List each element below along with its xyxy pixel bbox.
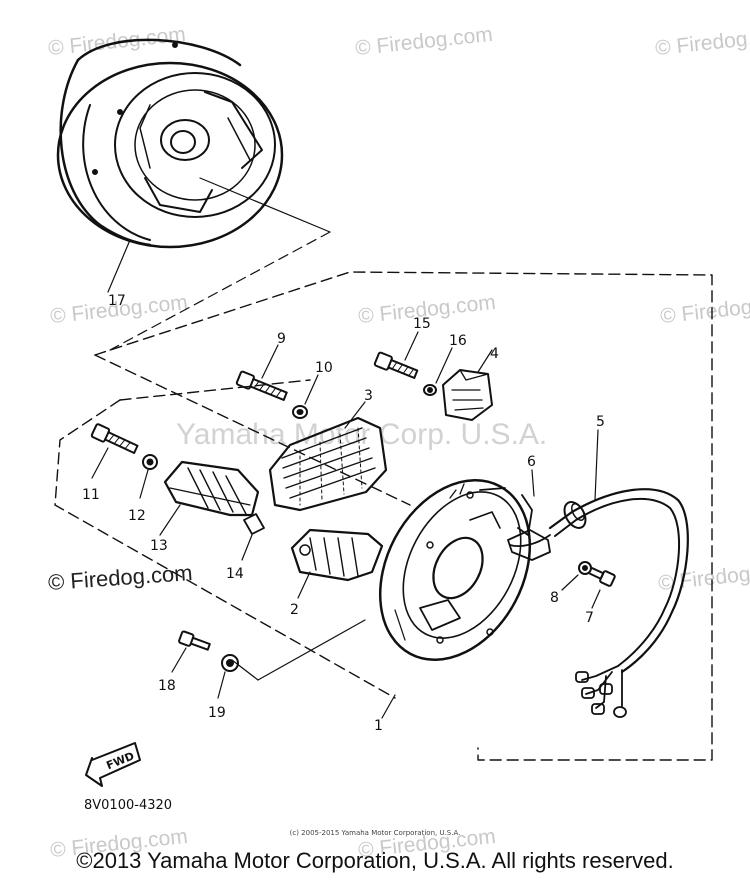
- callout-10: 10: [315, 360, 333, 376]
- charging-coil-3: [268, 416, 388, 512]
- callout-14: 14: [226, 566, 244, 582]
- lead-wire-5: [548, 488, 689, 718]
- screw-18: [178, 630, 211, 651]
- callout-19: 19: [208, 705, 226, 721]
- callout-2: 2: [290, 602, 299, 618]
- callout-17: 17: [108, 293, 126, 309]
- washer-16: [423, 384, 437, 396]
- lighting-coil-2: [290, 528, 384, 582]
- callout-7: 7: [585, 610, 594, 626]
- collar-14: [243, 513, 265, 535]
- washer-12: [142, 454, 158, 470]
- callout-9: 9: [277, 331, 286, 347]
- callout-18: 18: [158, 678, 176, 694]
- main-copyright: ©2013 Yamaha Motor Corporation, U.S.A. A…: [76, 848, 674, 873]
- catalog-code: 8V0100-4320: [84, 798, 173, 813]
- callout-11: 11: [82, 487, 100, 503]
- callout-12: 12: [128, 508, 146, 524]
- wire-clamp-6: [507, 494, 551, 561]
- washer-10: [292, 405, 308, 419]
- callout-16: 16: [449, 333, 467, 349]
- pulser-coil-4: [442, 369, 493, 421]
- flywheel-rotor-17: [56, 38, 284, 249]
- washer-19: [221, 654, 239, 672]
- callout-15: 15: [413, 316, 431, 332]
- callout-13: 13: [150, 538, 168, 554]
- washer-8: [578, 561, 592, 575]
- screw-7: [588, 567, 616, 587]
- bolt-9: [235, 370, 288, 401]
- callout-3: 3: [364, 388, 373, 404]
- bolt-15: [373, 351, 419, 379]
- callout-5: 5: [596, 414, 605, 430]
- fwd-arrow-icon: [85, 742, 141, 787]
- callout-6: 6: [527, 454, 536, 470]
- callout-8: 8: [550, 590, 559, 606]
- source-coil-13: [163, 460, 260, 517]
- small-copyright: (c) 2005-2015 Yamaha Motor Corporation, …: [289, 829, 461, 837]
- callout-4: 4: [490, 346, 499, 362]
- bolt-11: [90, 423, 139, 454]
- callout-1: 1: [374, 718, 383, 734]
- stator-base-plate-1: [378, 479, 532, 661]
